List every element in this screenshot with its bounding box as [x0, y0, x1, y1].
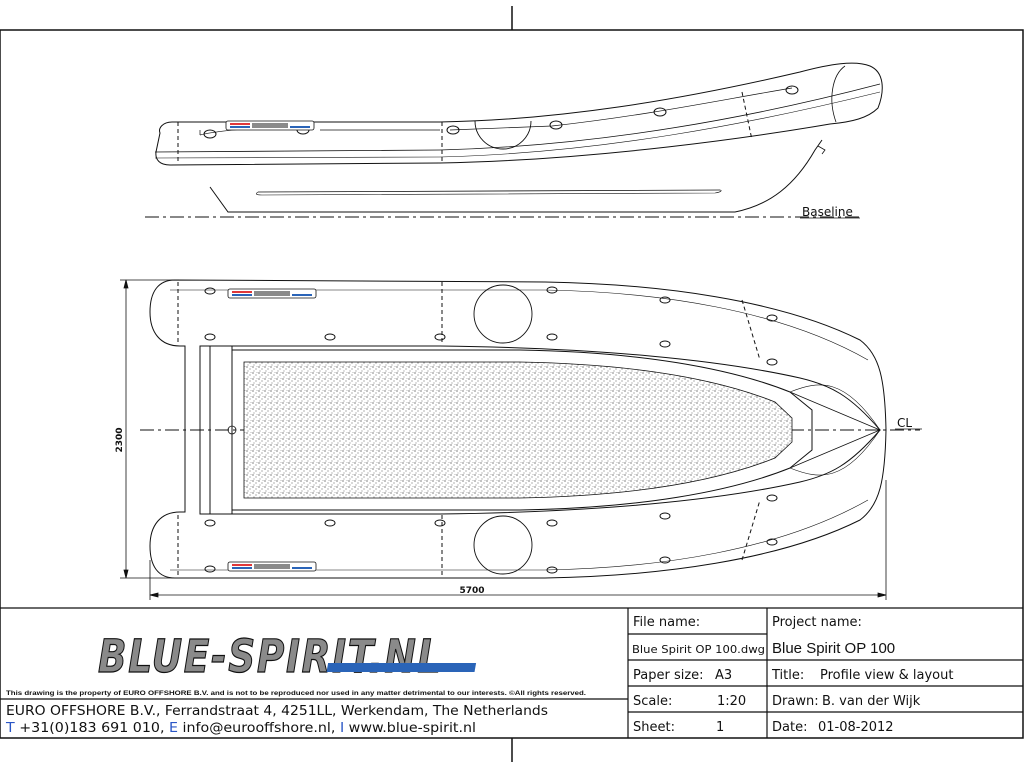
dimension-length: 5700 [459, 586, 484, 596]
title-block [0, 607, 1023, 738]
file-name-value: Blue Spirit OP 100.dwg [632, 643, 765, 656]
drawn-label: Drawn: [772, 694, 819, 709]
date-value: 01-08-2012 [818, 720, 894, 735]
web-prefix: I [340, 721, 344, 736]
hull-profile [209, 139, 823, 213]
date-label: Date: [772, 720, 807, 735]
floor-outline [209, 346, 813, 514]
plan-decal-bottom [227, 561, 317, 572]
phone-number: +31(0)183 691 010, [15, 721, 169, 736]
sheet-label: Sheet: [633, 720, 675, 735]
drawn-value: B. van der Wijk [822, 694, 921, 709]
email-prefix: E [169, 721, 178, 736]
project-name-label: Project name: [772, 615, 862, 630]
centerline-label: CL [897, 416, 912, 430]
profile-decal [225, 120, 315, 131]
outer-tube-outline [149, 279, 887, 579]
blue-spirit-logo: BLUE-SPIRIT.NL [97, 629, 477, 684]
paper-size-value: A3 [715, 668, 732, 683]
dimension-width: 2300 [115, 427, 125, 452]
plan-decal-top [227, 288, 317, 299]
paper-size-label: Paper size: [633, 668, 704, 683]
floor-surface [243, 361, 793, 499]
project-name-value: Blue Spirit OP 100 [772, 640, 895, 657]
email-address[interactable]: info@eurooffshore.nl, [178, 721, 340, 736]
company-address: EURO OFFSHORE B.V., Ferrandstraat 4, 425… [6, 704, 548, 719]
scale-value: 1:20 [717, 694, 746, 709]
scale-label: Scale: [633, 694, 672, 709]
baseline-label: Baseline [802, 205, 853, 219]
company-contact: T +31(0)183 691 010, E info@eurooffshore… [5, 721, 476, 736]
file-name-label: File name: [633, 615, 700, 630]
website-link[interactable]: www.blue-spirit.nl [344, 721, 476, 736]
dimension-lines [120, 279, 887, 600]
copyright-disclaimer: This drawing is the property of EURO OFF… [6, 690, 586, 697]
profile-view [145, 62, 883, 218]
phone-prefix: T [5, 721, 15, 736]
title-label: Title: [771, 668, 804, 683]
title-value: Profile view & layout [820, 668, 953, 683]
tube-profile [155, 62, 883, 166]
sheet-value: 1 [716, 720, 724, 735]
logo-text: BLUE-SPIRIT.NL [98, 630, 443, 683]
